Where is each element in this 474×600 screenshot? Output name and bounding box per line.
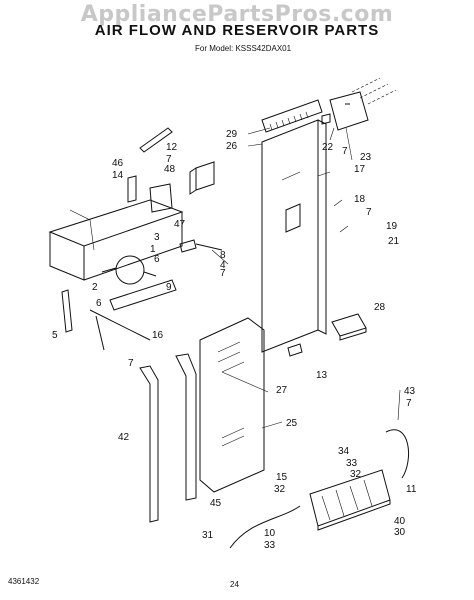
callouts: 29 26 22 7 23 12 7 46 14 48 17 18 7 19 2… (52, 129, 417, 551)
part-23-bracket (329, 91, 369, 131)
callout-3: 3 (154, 232, 160, 243)
callout-6: 6 (96, 298, 102, 309)
part-48-damper (189, 161, 215, 195)
callout-6: 6 (154, 254, 160, 265)
callout-14: 14 (112, 170, 124, 181)
callout-5: 5 (52, 330, 58, 341)
callout-7: 7 (220, 268, 226, 279)
callout-47: 47 (174, 219, 186, 230)
part-12-bar (139, 127, 173, 153)
part-30-reservoir (309, 469, 391, 531)
callout-7: 7 (366, 207, 372, 218)
callout-2: 2 (92, 282, 98, 293)
part-5-bracket (61, 289, 73, 333)
callout-7: 7 (406, 398, 412, 409)
callout-33: 33 (346, 458, 358, 469)
callout-7: 7 (342, 146, 348, 157)
callout-7: 7 (128, 358, 134, 369)
part-45-channel (175, 353, 197, 501)
part-46-bracket (127, 175, 137, 203)
callout-28: 28 (374, 302, 386, 313)
callout-12: 12 (166, 142, 178, 153)
part-43-tube (385, 429, 409, 479)
callout-46: 46 (112, 158, 124, 169)
callout-8: 8 (220, 250, 226, 261)
callout-16: 16 (152, 330, 164, 341)
callout-13: 13 (316, 370, 328, 381)
part-29-grille (261, 99, 323, 133)
callout-1: 1 (150, 244, 156, 255)
callout-7: 7 (166, 154, 172, 165)
model-number: For Model: KSSS42DAX01 (195, 44, 292, 53)
callout-9: 9 (166, 282, 172, 293)
callout-26: 26 (226, 141, 238, 152)
callout-15: 15 (276, 472, 288, 483)
callout-11: 11 (406, 484, 417, 495)
part-3-housing (48, 199, 184, 281)
page-title: AIR FLOW AND RESERVOIR PARTS (94, 22, 380, 39)
part-31-tube (229, 505, 301, 549)
callout-18: 18 (354, 194, 366, 205)
callout-10: 10 (264, 528, 276, 539)
callout-30: 30 (394, 527, 406, 538)
cabinet-outline (351, 77, 397, 105)
callout-29: 29 (226, 129, 238, 140)
callout-17: 17 (354, 164, 366, 175)
part-25-reservoir-cover (199, 317, 265, 493)
callout-32: 32 (274, 484, 286, 495)
document-code: 4361432 (8, 577, 40, 586)
watermark: AppliancePartsPros.com (80, 2, 394, 27)
callout-22: 22 (322, 142, 334, 153)
part-13-fitting (287, 343, 303, 357)
callout-33: 33 (264, 540, 276, 551)
callout-43: 43 (404, 386, 416, 397)
callout-27: 27 (276, 385, 288, 396)
part-47-gasket (149, 183, 173, 213)
page-number: 24 (230, 580, 239, 589)
callout-25: 25 (286, 418, 298, 429)
callout-23: 23 (360, 152, 372, 163)
callout-40: 40 (394, 516, 406, 527)
part-1-fan-motor (101, 255, 177, 311)
part-8-harness (179, 239, 223, 253)
part-28-block (331, 313, 367, 341)
part-22-clip (321, 113, 331, 125)
part-42-channel (139, 365, 159, 523)
callout-21: 21 (388, 236, 400, 247)
leader-lines (211, 127, 401, 429)
callout-42: 42 (118, 432, 130, 443)
callout-19: 19 (386, 221, 398, 232)
callout-32: 32 (350, 469, 362, 480)
callout-31: 31 (202, 530, 214, 541)
callout-34: 34 (338, 446, 350, 457)
callout-45: 45 (210, 498, 222, 509)
callout-4: 4 (220, 260, 226, 271)
part-17-air-duct-panel (261, 119, 327, 353)
callout-48: 48 (164, 164, 176, 175)
part-16-bracket (89, 309, 151, 351)
